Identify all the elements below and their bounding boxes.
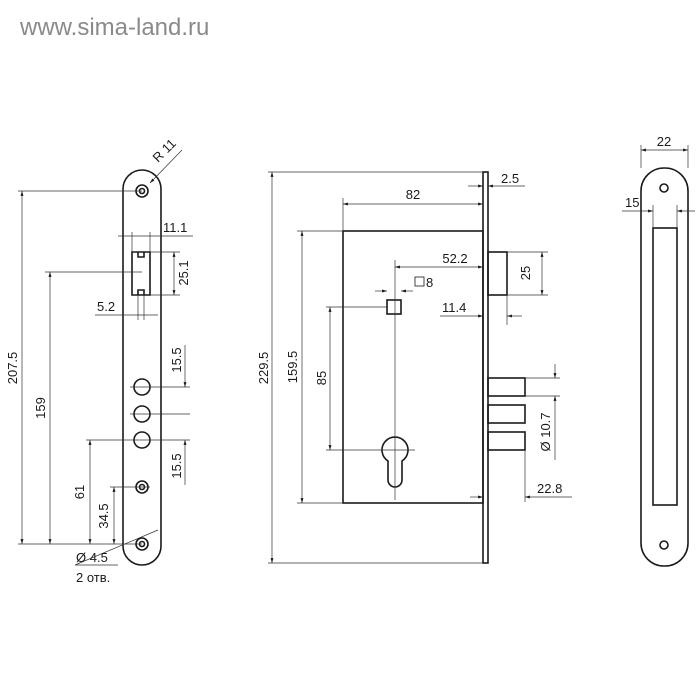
strike-hole-top (659, 183, 669, 193)
dim-hole-diameter: Ø 4.5 (76, 550, 108, 565)
dim-15-5-top: 15.5 (169, 347, 184, 372)
bolt (487, 377, 526, 397)
dim-25-1: 25.1 (176, 260, 191, 285)
dim-159-5: 159.5 (285, 351, 300, 384)
dim-82: 82 (406, 187, 420, 202)
faceplate-outline (122, 169, 162, 566)
strike-hole-bottom (659, 540, 669, 550)
dim-bolt-diameter: Ø 10.7 (538, 412, 553, 451)
dim-61: 61 (72, 485, 87, 499)
dim-15-5-bottom: 15.5 (169, 453, 184, 478)
strike-outline (640, 167, 689, 567)
bolt (487, 404, 526, 424)
faceplate-view: 207.5 159 61 34.5 15.5 15.5 11.1 25.1 5.… (5, 136, 193, 585)
dim-25: 25 (518, 266, 533, 280)
latch (487, 251, 508, 296)
dim-159: 159 (33, 397, 48, 419)
lock-body (342, 230, 484, 504)
latch-slot (131, 251, 151, 296)
strike-view: 22 15 (622, 134, 695, 567)
dim-11-1: 11.1 (163, 220, 187, 235)
watermark: www.sima-land.ru (20, 14, 210, 41)
dim-2-5: 2.5 (501, 171, 519, 186)
spindle-square (386, 299, 402, 315)
dim-85: 85 (314, 371, 329, 385)
hole-count-note: 2 отв. (76, 570, 110, 585)
dim-8: 8 (426, 275, 433, 290)
side-view: 229.5 159.5 85 82 2.5 52.2 8 25 11.4 Ø 1… (256, 171, 572, 564)
dim-5-2: 5.2 (97, 299, 115, 314)
dim-207-5: 207.5 (5, 352, 20, 385)
dim-22-8: 22.8 (537, 481, 562, 496)
dim-11-4: 11.4 (442, 300, 466, 315)
bolt (487, 431, 526, 451)
square-symbol-icon (414, 276, 425, 287)
dim-r11: R 11 (150, 136, 179, 165)
dim-15: 15 (625, 195, 639, 210)
dim-229-5: 229.5 (256, 352, 271, 385)
dim-22: 22 (657, 134, 671, 149)
strike-opening (652, 227, 678, 506)
dim-34-5: 34.5 (96, 503, 111, 528)
dim-52-2: 52.2 (442, 251, 467, 266)
